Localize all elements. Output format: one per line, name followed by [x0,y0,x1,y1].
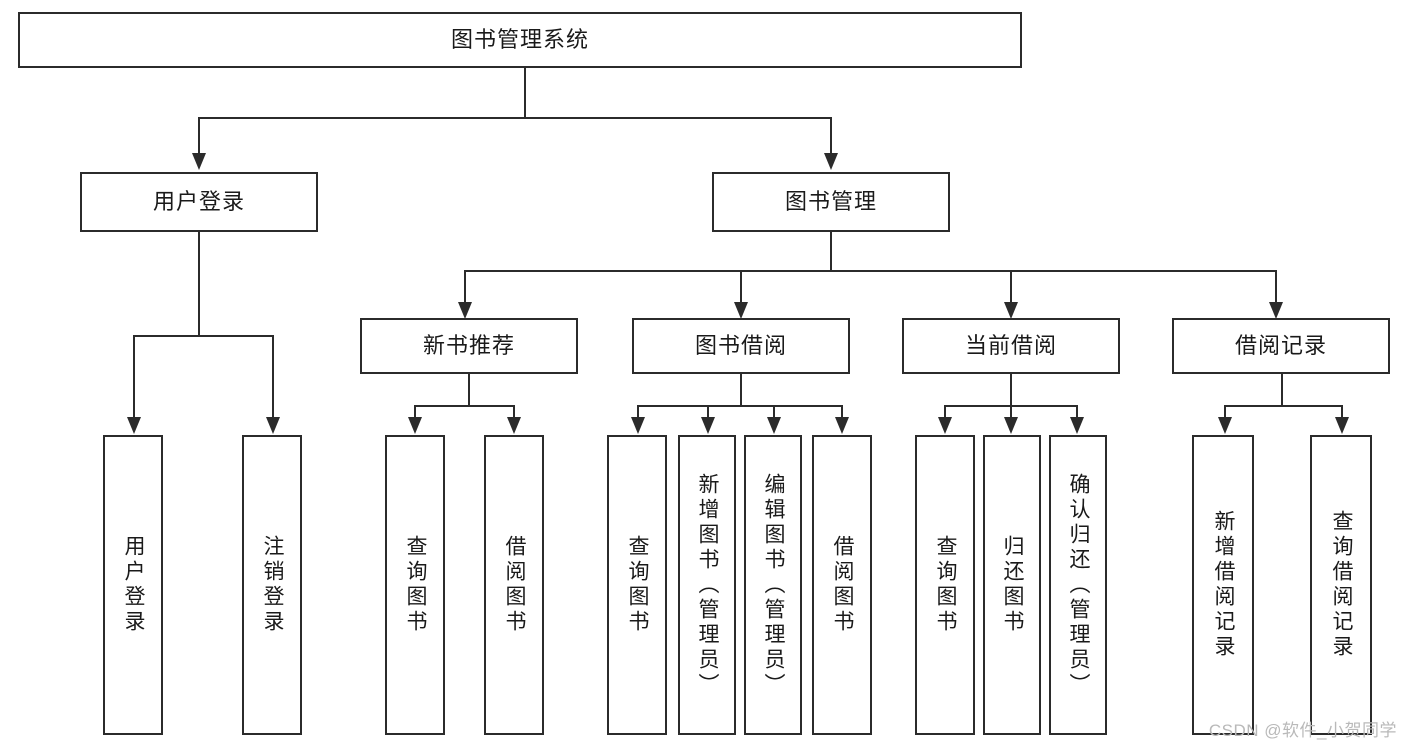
connector-bb-drop-1 [637,405,639,417]
connector-nbr-bus [414,405,514,407]
connector-bb-drop-3 [773,405,775,417]
node-borrow-record-label: 借阅记录 [1234,332,1327,358]
connector-level3-bus [464,270,1276,272]
leaf-cb-query-book-label: 查询图书 [934,535,958,635]
leaf-user-login[interactable]: 用户登录 [103,435,163,735]
node-borrow-record[interactable]: 借阅记录 [1172,318,1390,374]
leaf-bb-borrow-book[interactable]: 借阅图书 [812,435,872,735]
leaf-br-add-record-label: 新增借阅记录 [1212,510,1236,660]
arrowhead-nbr-borrow-book [507,417,521,434]
connector-user-login-drop-2 [272,335,274,417]
leaf-br-query-record-label: 查询借阅记录 [1330,510,1354,660]
node-book-management[interactable]: 图书管理 [712,172,950,232]
arrowhead-nbr-query-book [408,417,422,434]
connector-cb-drop-1 [944,405,946,417]
node-root[interactable]: 图书管理系统 [18,12,1022,68]
arrowhead-bb-edit-book [767,417,781,434]
arrowhead-bb-query-book [631,417,645,434]
leaf-bb-edit-book-label: 编辑图书（管理员） [762,472,786,698]
leaf-bb-edit-book[interactable]: 编辑图书（管理员） [744,435,802,735]
arrowhead-current-borrow [1004,302,1018,319]
leaf-bb-query-book[interactable]: 查询图书 [607,435,667,735]
connector-user-login-drop-1 [133,335,135,417]
leaf-user-login-label: 用户登录 [122,535,146,635]
connector-level2-bus [198,117,832,119]
leaf-cb-return-book[interactable]: 归还图书 [983,435,1041,735]
leaf-logout[interactable]: 注销登录 [242,435,302,735]
connector-cb-drop-3 [1076,405,1078,417]
node-book-borrow[interactable]: 图书借阅 [632,318,850,374]
arrowhead-br-query-record [1335,417,1349,434]
arrowhead-borrow-record [1269,302,1283,319]
leaf-nbr-query-book[interactable]: 查询图书 [385,435,445,735]
leaf-bb-query-book-label: 查询图书 [626,535,650,635]
node-book-borrow-label: 图书借阅 [694,332,787,358]
arrowhead-new-book-recommend [458,302,472,319]
arrowhead-bb-add-book [701,417,715,434]
connector-nbr-drop-2 [513,405,515,417]
connector-level3-drop-4 [1275,270,1277,302]
connector-user-login-bus [133,335,274,337]
connector-level3-drop-1 [464,270,466,302]
connector-nbr-drop-1 [414,405,416,417]
connector-user-login-stem [198,232,200,335]
arrowhead-user-login [192,153,206,170]
connector-level2-drop-right [830,117,832,153]
arrowhead-leaf-user-login [127,417,141,434]
arrowhead-leaf-logout [266,417,280,434]
node-new-book-recommend[interactable]: 新书推荐 [360,318,578,374]
leaf-cb-confirm-return-label: 确认归还（管理员） [1067,472,1091,698]
leaf-nbr-borrow-book-label: 借阅图书 [503,535,527,635]
connector-br-bus [1224,405,1342,407]
leaf-bb-add-book[interactable]: 新增图书（管理员） [678,435,736,735]
leaf-bb-add-book-label: 新增图书（管理员） [696,472,720,698]
connector-bb-drop-4 [841,405,843,417]
arrowhead-br-add-record [1218,417,1232,434]
node-user-login-label: 用户登录 [152,188,245,214]
leaf-br-add-record[interactable]: 新增借阅记录 [1192,435,1254,735]
leaf-cb-query-book[interactable]: 查询图书 [915,435,975,735]
connector-br-drop-2 [1341,405,1343,417]
leaf-nbr-query-book-label: 查询图书 [404,535,428,635]
connector-bb-stem [740,374,742,405]
arrowhead-cb-query-book [938,417,952,434]
leaf-nbr-borrow-book[interactable]: 借阅图书 [484,435,544,735]
connector-br-stem [1281,374,1283,405]
leaf-cb-confirm-return[interactable]: 确认归还（管理员） [1049,435,1107,735]
arrowhead-cb-confirm-return [1070,417,1084,434]
connector-cb-stem [1010,374,1012,405]
node-current-borrow[interactable]: 当前借阅 [902,318,1120,374]
connector-cb-drop-2 [1010,405,1012,417]
node-current-borrow-label: 当前借阅 [964,332,1057,358]
node-root-label: 图书管理系统 [450,26,589,52]
arrowhead-book-borrow [734,302,748,319]
connector-book-management-stem [830,232,832,270]
arrowhead-bb-borrow-book [835,417,849,434]
connector-bb-drop-2 [707,405,709,417]
leaf-cb-return-book-label: 归还图书 [1001,535,1025,635]
arrowhead-cb-return-book [1004,417,1018,434]
arrowhead-book-manage [824,153,838,170]
connector-br-drop-1 [1224,405,1226,417]
leaf-bb-borrow-book-label: 借阅图书 [831,535,855,635]
leaf-br-query-record[interactable]: 查询借阅记录 [1310,435,1372,735]
node-user-login[interactable]: 用户登录 [80,172,318,232]
connector-level2-drop-left [198,117,200,153]
node-new-book-recommend-label: 新书推荐 [422,332,515,358]
connector-root-stem [524,68,526,117]
connector-level3-drop-2 [740,270,742,302]
connector-bb-bus [637,405,843,407]
connector-nbr-stem [468,374,470,405]
node-book-management-label: 图书管理 [784,188,877,214]
leaf-logout-label: 注销登录 [261,535,285,635]
connector-level3-drop-3 [1010,270,1012,302]
